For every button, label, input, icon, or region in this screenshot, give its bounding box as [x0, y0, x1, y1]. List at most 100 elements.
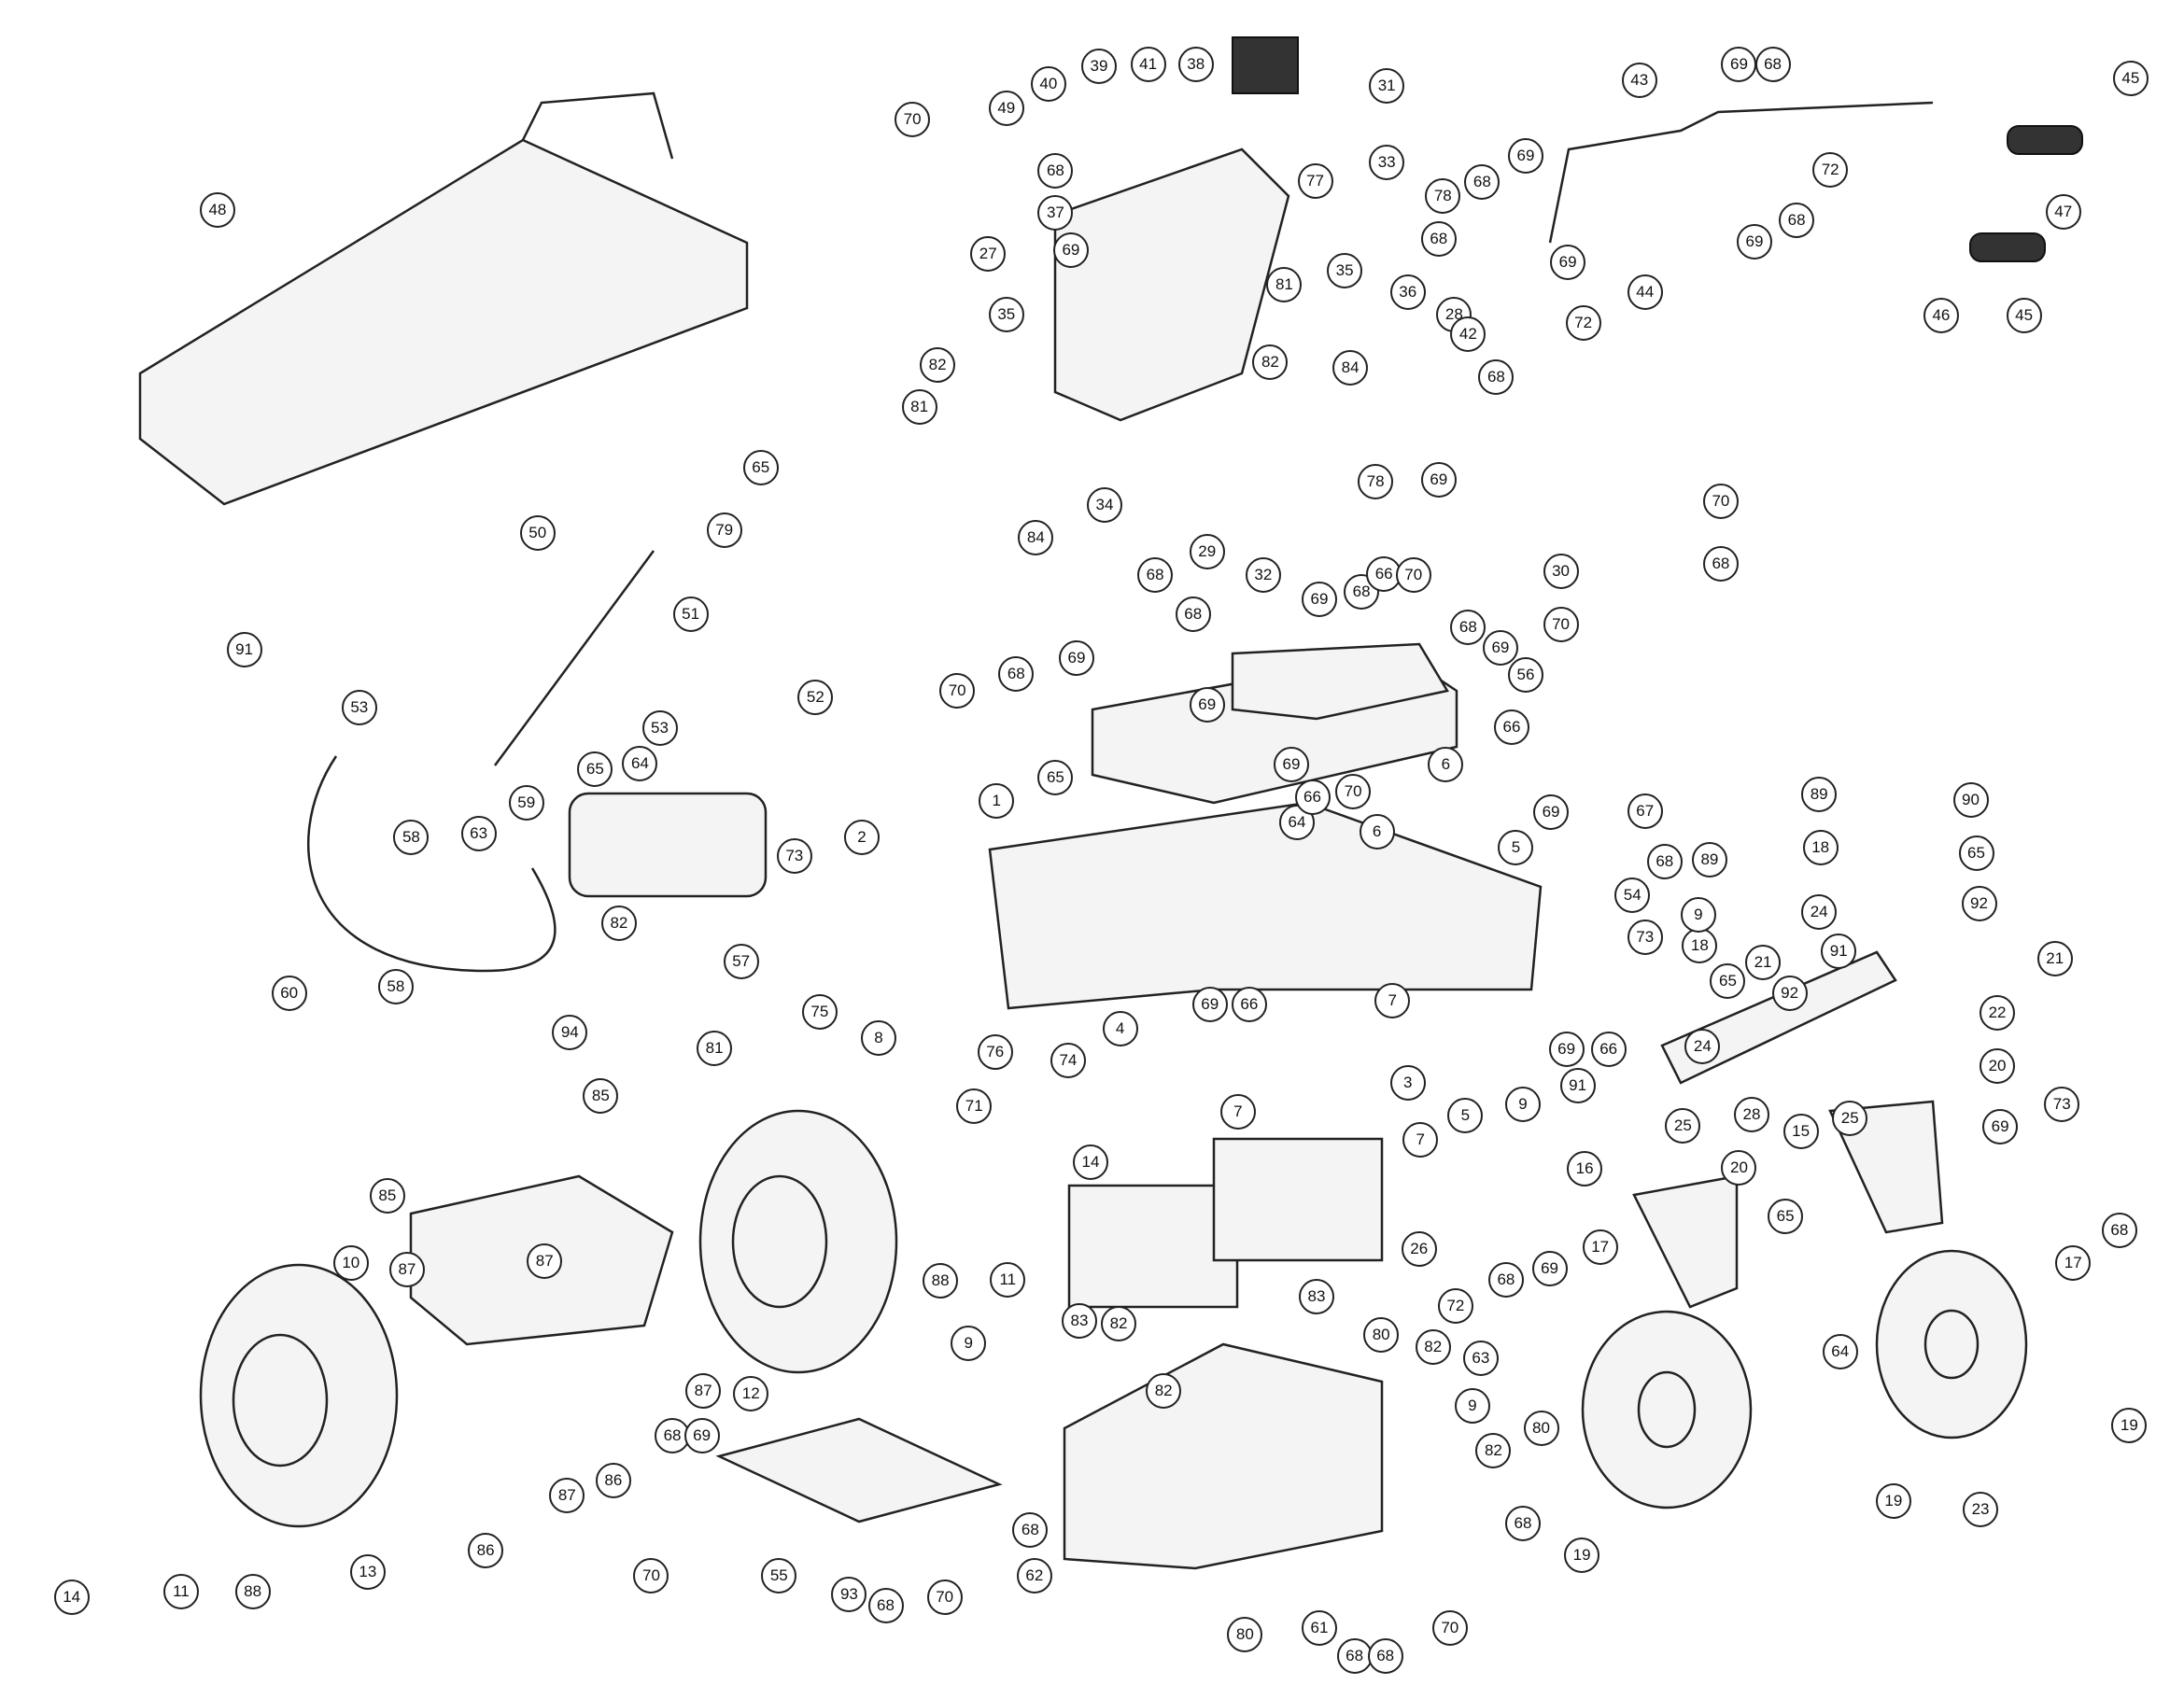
part-callout: 66 — [1590, 1032, 1627, 1068]
part-callout: 59 — [508, 784, 544, 821]
part-callout: 86 — [468, 1533, 504, 1569]
part-callout: 9 — [1680, 897, 1716, 934]
part-callout: 15 — [1782, 1113, 1819, 1149]
part-callout: 69 — [1052, 232, 1089, 268]
part-callout: 64 — [1822, 1333, 1858, 1369]
part-callout: 9 — [1454, 1388, 1490, 1425]
part-callout: 19 — [1564, 1537, 1600, 1573]
part-callout: 68 — [1464, 164, 1501, 201]
part-callout: 91 — [226, 631, 262, 667]
part-callout: 45 — [2112, 61, 2149, 97]
part-callout: 68 — [1754, 47, 1791, 83]
part-callout: 25 — [1832, 1101, 1868, 1137]
part-callout: 27 — [970, 236, 1007, 273]
part-callout: 9 — [951, 1325, 987, 1361]
part-callout: 24 — [1684, 1029, 1721, 1065]
main-frame — [988, 801, 1543, 1010]
part-callout: 68 — [1450, 609, 1487, 645]
part-callout: 5 — [1447, 1098, 1484, 1134]
part-callout: 86 — [595, 1462, 631, 1498]
part-callout: 65 — [1710, 962, 1746, 999]
part-callout: 10 — [332, 1244, 369, 1281]
part-callout: 80 — [1523, 1411, 1559, 1447]
part-callout: 68 — [1487, 1261, 1524, 1298]
part-callout: 55 — [761, 1558, 797, 1594]
part-callout: 88 — [923, 1263, 959, 1299]
part-callout: 25 — [1665, 1107, 1701, 1144]
part-callout: 50 — [519, 515, 556, 552]
part-callout: 69 — [1482, 630, 1518, 667]
part-callout: 89 — [1801, 776, 1838, 812]
part-callout: 89 — [1691, 842, 1727, 878]
part-callout: 69 — [1721, 47, 1757, 83]
part-callout: 11 — [990, 1261, 1026, 1298]
part-callout: 84 — [1018, 519, 1054, 555]
part-callout: 19 — [2111, 1408, 2148, 1444]
part-callout: 37 — [1037, 195, 1074, 232]
part-callout: 53 — [341, 689, 377, 725]
part-callout: 68 — [1478, 359, 1515, 396]
part-callout: 68 — [1367, 1637, 1403, 1674]
part-callout: 92 — [1771, 976, 1808, 1012]
part-callout: 82 — [1252, 344, 1289, 380]
part-callout: 70 — [926, 1579, 963, 1615]
part-callout: 7 — [1374, 982, 1411, 1018]
part-callout: 58 — [377, 968, 414, 1004]
skid-plate — [715, 1417, 1003, 1523]
part-callout: 91 — [1821, 934, 1857, 970]
part-callout: 70 — [895, 101, 931, 137]
part-callout: 77 — [1297, 162, 1333, 199]
part-callout: 69 — [1058, 640, 1094, 676]
part-callout: 74 — [1050, 1043, 1086, 1079]
part-callout: 46 — [1923, 298, 1959, 334]
part-callout: 28 — [1734, 1096, 1769, 1132]
part-callout: 82 — [1146, 1372, 1182, 1409]
part-callout: 3 — [1389, 1065, 1426, 1102]
part-callout: 69 — [1550, 245, 1586, 281]
part-callout: 69 — [1531, 1250, 1568, 1286]
part-callout: 65 — [742, 449, 779, 485]
part-callout: 69 — [1533, 794, 1570, 831]
part-callout: 73 — [2044, 1087, 2080, 1123]
part-callout: 73 — [1627, 920, 1663, 956]
part-callout: 16 — [1567, 1151, 1603, 1187]
part-callout: 39 — [1081, 48, 1118, 84]
part-callout: 11 — [162, 1573, 199, 1609]
part-callout: 20 — [1721, 1149, 1757, 1186]
part-callout: 71 — [956, 1088, 993, 1124]
part-callout: 35 — [988, 296, 1024, 332]
part-callout: 69 — [1189, 686, 1225, 723]
part-callout: 68 — [1420, 220, 1457, 257]
part-callout: 87 — [685, 1372, 722, 1409]
part-callout: 33 — [1369, 145, 1405, 181]
part-callout: 81 — [901, 388, 937, 425]
part-callout: 14 — [1072, 1144, 1108, 1180]
part-callout: 66 — [1231, 987, 1267, 1023]
part-callout: 5 — [1498, 829, 1534, 865]
part-callout: 24 — [1801, 894, 1838, 931]
part-callout: 44 — [1627, 274, 1663, 310]
drive-wheels — [199, 1109, 898, 1528]
part-callout: 67 — [1627, 793, 1663, 829]
part-callout: 69 — [683, 1417, 720, 1453]
part-callout: 58 — [393, 820, 430, 856]
part-callout: 65 — [1768, 1199, 1804, 1235]
part-callout: 45 — [2006, 298, 2042, 334]
part-callout: 6 — [1359, 814, 1395, 850]
part-callout: 93 — [831, 1576, 867, 1612]
part-callout: 79 — [706, 513, 742, 549]
part-callout: 82 — [600, 906, 637, 942]
part-callout: 68 — [998, 655, 1035, 692]
part-callout: 42 — [1450, 316, 1487, 352]
front-shroud — [1063, 1342, 1384, 1570]
part-callout: 57 — [723, 943, 759, 979]
part-callout: 91 — [1559, 1068, 1596, 1104]
part-callout: 21 — [1745, 945, 1782, 981]
part-callout: 54 — [1614, 878, 1651, 914]
part-callout: 80 — [1363, 1316, 1400, 1353]
part-callout: 31 — [1369, 67, 1405, 104]
batteries — [1067, 1137, 1384, 1309]
part-callout: 12 — [733, 1375, 769, 1411]
control-console — [1053, 36, 1299, 422]
